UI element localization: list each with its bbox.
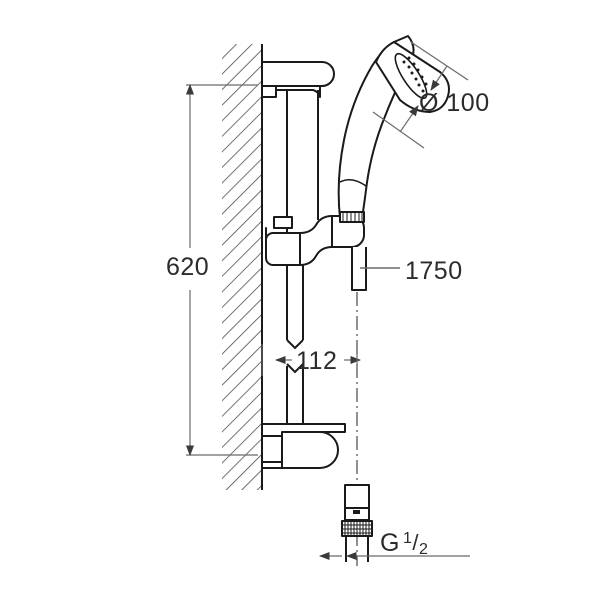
upper-wall-bracket	[261, 61, 335, 98]
dimension-620	[185, 83, 258, 457]
dimension-label-620: 620	[166, 253, 210, 281]
dimension-label-diameter-100: Ø 100	[419, 89, 490, 117]
thread-denominator: 2	[418, 541, 429, 558]
hand-shower	[337, 35, 450, 223]
thread-symbol: G	[380, 529, 400, 557]
dimension-112	[261, 344, 362, 376]
shower-rail	[286, 90, 319, 424]
dimension-label-112: 112	[296, 347, 338, 375]
rail-slider-holder	[265, 215, 367, 291]
thread-fraction: 1/2	[402, 530, 429, 558]
dimension-label-1750: 1750	[405, 257, 463, 285]
wall-section	[222, 44, 263, 490]
dimension-diameter-100	[372, 41, 469, 149]
lower-wall-bracket	[261, 423, 346, 469]
thread-numerator: 1	[402, 530, 413, 547]
thread-slash: /	[412, 530, 419, 555]
